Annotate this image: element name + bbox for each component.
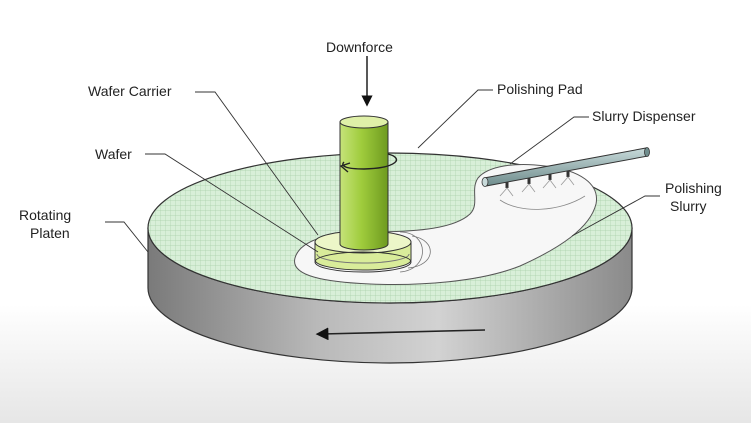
polishing-pad-label: Polishing Pad [497, 81, 583, 97]
downforce-label: Downforce [326, 39, 393, 55]
rotating-platen-label-line2: Platen [30, 225, 70, 241]
slurry-dispenser-label: Slurry Dispenser [592, 108, 696, 124]
wafer-label: Wafer [95, 146, 132, 162]
slurry-dispenser [481, 147, 650, 197]
wafer-carrier [314, 115, 412, 271]
platen-rotation-arrow [315, 327, 486, 341]
rotating-platen-label-line1: Rotating [19, 207, 71, 223]
wafer [314, 251, 412, 273]
leader-lines [105, 89, 660, 253]
wafer-carrier-label: Wafer Carrier [88, 83, 172, 99]
polishing-slurry-label-line1: Polishing [665, 180, 722, 196]
polishing-slurry-label-line2: Slurry [670, 198, 707, 214]
